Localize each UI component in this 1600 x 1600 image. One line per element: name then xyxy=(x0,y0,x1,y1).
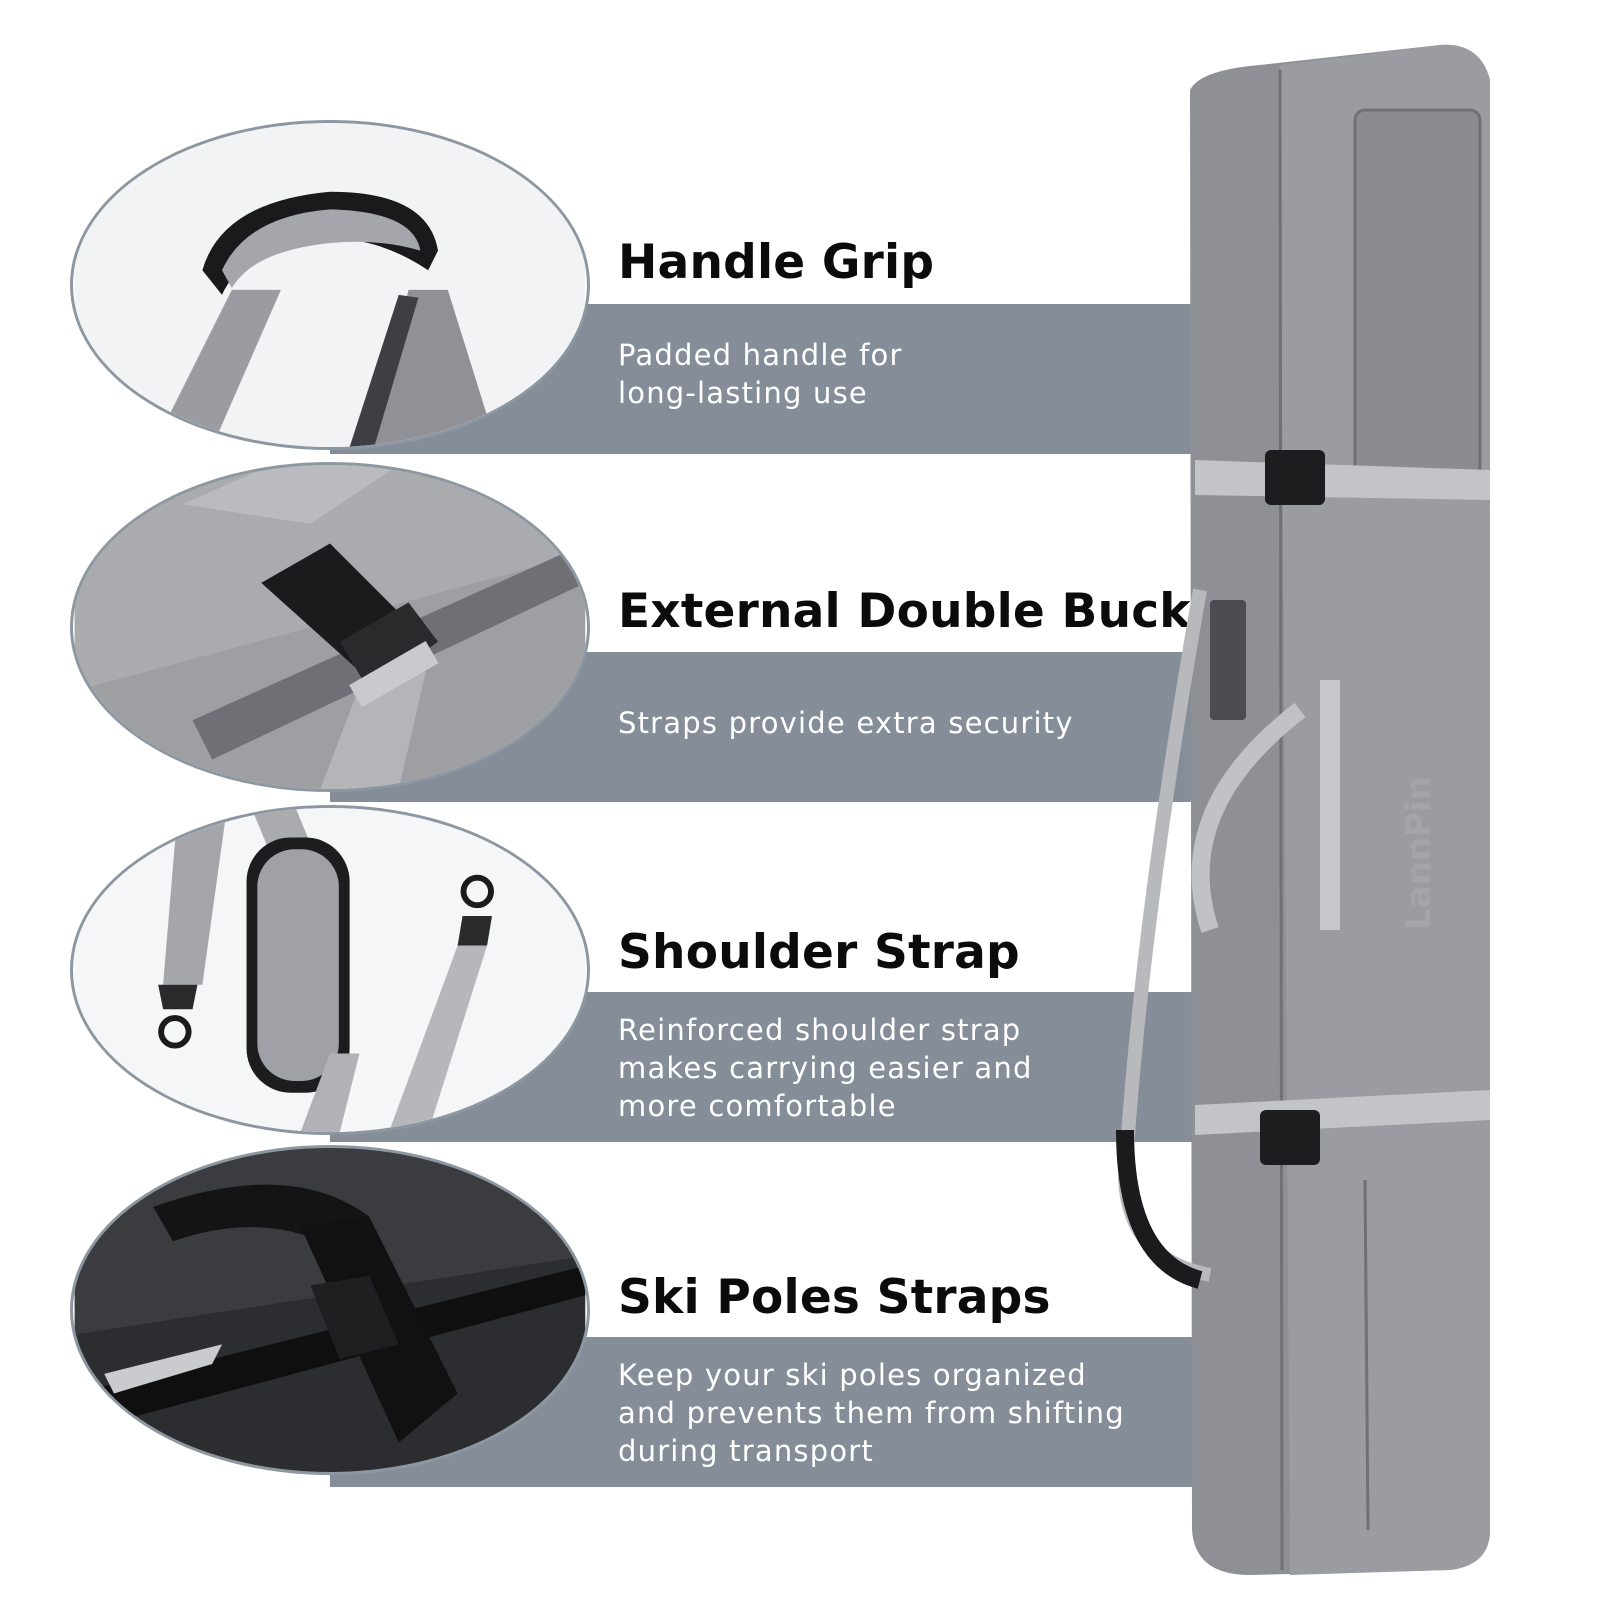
buckle-icon xyxy=(74,465,586,789)
feature-desc-line: during transport xyxy=(618,1434,874,1468)
feature-desc-line: Padded handle for xyxy=(618,338,903,372)
ski-bag-icon: LannPin xyxy=(1116,44,1490,1575)
feature-desc-external-double-buckles: Straps provide extra security xyxy=(618,704,1074,742)
feature-desc-line: long-lasting use xyxy=(618,376,868,410)
feature-desc-ski-poles-straps: Keep your ski poles organized and preven… xyxy=(618,1356,1125,1470)
feature-desc-line: Straps provide extra security xyxy=(618,706,1074,740)
handle-grip-photo xyxy=(70,120,590,450)
feature-desc-line: more comfortable xyxy=(618,1089,897,1123)
feature-title-ski-poles-straps: Ski Poles Straps xyxy=(618,1270,1051,1325)
brand-print: LannPin xyxy=(1399,776,1439,930)
feature-desc-line: and prevents them from shifting xyxy=(618,1396,1125,1430)
feature-title-handle-grip: Handle Grip xyxy=(618,235,935,290)
shoulder-strap-photo xyxy=(70,805,590,1135)
buckle-photo xyxy=(70,462,590,792)
feature-desc-line: Keep your ski poles organized xyxy=(618,1358,1087,1392)
feature-title-external-double-buckles: External Double Buckles xyxy=(618,584,1268,639)
feature-title-shoulder-strap: Shoulder Strap xyxy=(618,925,1020,980)
ski-bag-product-image: LannPin xyxy=(1100,30,1500,1580)
feature-desc-line: Reinforced shoulder strap xyxy=(618,1013,1022,1047)
feature-desc-shoulder-strap: Reinforced shoulder strap makes carrying… xyxy=(618,1011,1033,1125)
ski-pole-strap-icon xyxy=(74,1148,586,1472)
handle-grip-icon xyxy=(74,123,586,447)
feature-desc-handle-grip: Padded handle for long-lasting use xyxy=(618,336,903,412)
feature-desc-line: makes carrying easier and xyxy=(618,1051,1033,1085)
ski-pole-strap-photo xyxy=(70,1145,590,1475)
shoulder-strap-icon xyxy=(74,808,586,1132)
